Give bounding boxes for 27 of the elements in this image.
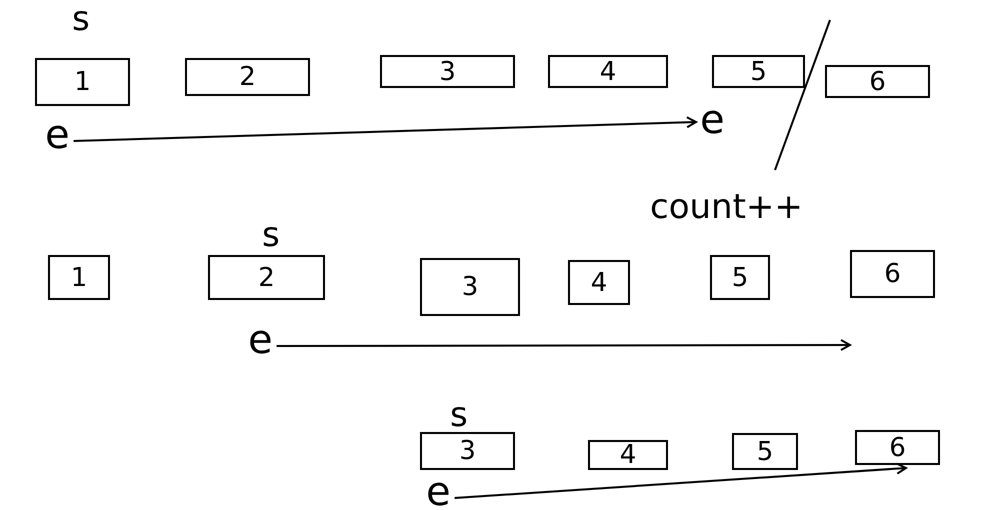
array-cell: 6 bbox=[825, 65, 930, 98]
annotation-text: s bbox=[450, 398, 468, 432]
annotation-text: s bbox=[262, 218, 280, 252]
pointer-label: e bbox=[248, 320, 273, 360]
array-cell: 4 bbox=[548, 55, 668, 88]
array-cell: 5 bbox=[712, 55, 805, 88]
arrow bbox=[74, 116, 697, 142]
annotation-text: count++ bbox=[650, 190, 803, 224]
arrow bbox=[454, 462, 907, 499]
array-cell: 4 bbox=[588, 440, 668, 470]
array-cell: 3 bbox=[420, 432, 515, 470]
annotation-text: s bbox=[72, 2, 90, 36]
array-cell: 4 bbox=[568, 260, 630, 305]
array-cell: 2 bbox=[208, 255, 325, 300]
array-cell: 1 bbox=[48, 255, 110, 300]
array-cell: 5 bbox=[710, 255, 770, 300]
array-cell: 5 bbox=[732, 433, 798, 470]
pointer-label: e bbox=[45, 115, 70, 155]
array-cell: 1 bbox=[35, 58, 130, 106]
arrow bbox=[276, 339, 851, 352]
array-cell: 3 bbox=[380, 55, 515, 88]
array-cell: 6 bbox=[850, 250, 935, 298]
array-cell: 2 bbox=[185, 58, 310, 96]
pointer-label: e bbox=[700, 100, 725, 140]
array-cell: 3 bbox=[420, 258, 520, 316]
array-cell: 6 bbox=[855, 430, 940, 465]
pointer-label: e bbox=[426, 472, 451, 510]
